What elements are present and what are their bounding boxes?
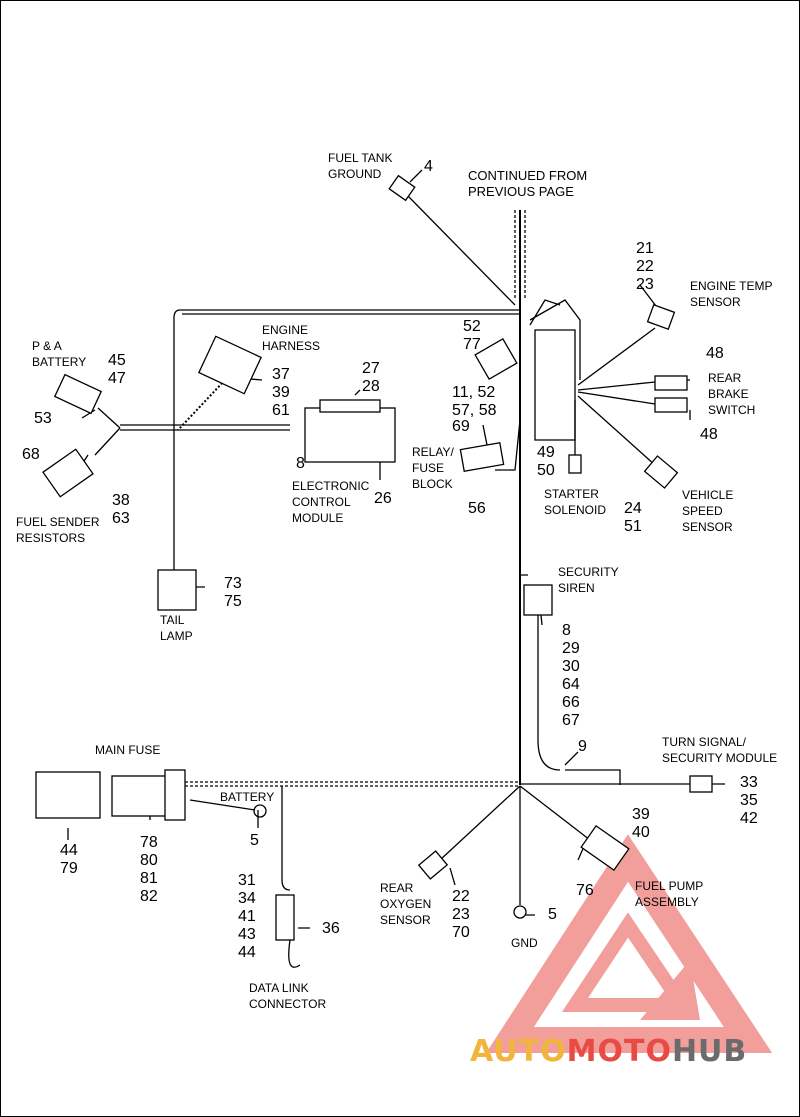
label-tail-lamp: TAIL LAMP [160,613,193,643]
callout-49-50: 49 50 [537,444,555,479]
relay-52-77 [474,337,518,381]
callout-68: 68 [22,446,40,463]
callout-8-67: 8 29 30 64 66 67 [562,622,580,729]
callout-4: 4 [424,158,433,175]
label-engine-harness: ENGINE HARNESS [262,323,321,353]
watermark-logo [486,834,773,1053]
callout-8-a: 8 [296,455,305,472]
label-fuel-sender-resistors: FUEL SENDER RESISTORS [16,515,100,545]
label-rear-oxygen-sensor: REAR OXYGEN SENSOR [380,881,432,927]
callout-39-40: 39 40 [632,806,650,841]
label-engine-temp-sensor: ENGINE TEMP SENSOR [690,279,773,309]
callout-21-23: 21 22 23 [636,240,654,293]
callout-9: 9 [578,738,587,755]
fuel-pump-connector [580,824,630,872]
callout-78-82: 78 80 81 82 [140,834,158,905]
main-fuse-body [35,771,101,819]
callout-76: 76 [576,882,594,899]
label-pa-battery: P & A BATTERY [32,339,87,369]
label-security-siren: SECURITY SIREN [558,565,619,595]
callout-27-28: 27 28 [362,360,380,395]
label-ecm: ELECTRONIC CONTROL MODULE [292,479,370,525]
label-fuel-pump-assembly: FUEL PUMP ASSEMBLY [635,879,704,909]
watermark-part-moto: MOTO [566,1034,672,1069]
callout-45-47: 45 47 [108,352,126,387]
main-fuse-holder [111,775,169,817]
callout-5-a: 5 [250,832,259,849]
callout-38-63: 38 63 [112,492,130,527]
callout-36: 36 [322,920,340,937]
watermark-part-hub: HUB [671,1034,748,1069]
starter-solenoid [568,454,582,474]
callout-53: 53 [34,410,52,427]
callout-48-b: 48 [700,426,718,443]
label-turn-signal-module: TURN SIGNAL/ SECURITY MODULE [662,735,778,765]
pa-battery-connector [53,373,103,415]
callout-5-b: 5 [548,906,557,923]
callout-33-42: 33 35 42 [740,774,758,827]
label-data-link-connector: DATA LINK CONNECTOR [249,981,327,1011]
callout-44-79: 44 79 [60,842,78,877]
fuel-tank-ground-terminal [388,174,416,202]
main-fuse-end [164,769,186,821]
callout-24-51: 24 51 [624,500,642,535]
security-siren [523,584,553,616]
engine-harness-connector [198,335,262,395]
fuel-sender-connector [42,448,94,498]
label-fuel-tank-ground: FUEL TANK GROUND [328,151,393,181]
callout-37-61: 37 39 61 [272,366,290,419]
turn-signal-connector [689,775,713,793]
rear-brake-switch-2 [654,397,688,413]
rear-brake-switch-1 [654,375,688,391]
callout-69: 69 [452,418,470,435]
ecm-top [319,399,381,413]
callout-56: 56 [468,500,486,517]
relay-fuse-block [459,441,505,473]
label-gnd: GND [511,936,538,950]
ecm [304,407,396,463]
callout-26: 26 [374,490,392,507]
engine-temp-sensor [646,303,676,331]
label-relay-fuse-block: RELAY/ FUSE BLOCK [412,445,454,491]
label-rear-brake-switch: REAR BRAKE SWITCH [708,371,756,417]
rear-oxygen-connector [417,850,449,880]
callout-22-70: 22 23 70 [452,888,470,941]
label-vehicle-speed-sensor: VEHICLE SPEED SENSOR [682,488,734,534]
callout-73-75: 73 75 [224,575,242,610]
callout-52-77: 52 77 [463,318,481,353]
label-main-fuse: MAIN FUSE [95,743,161,757]
label-continued: CONTINUED FROM PREVIOUS PAGE [468,168,588,199]
watermark-text: AUTOMOTOHUB [470,1034,747,1069]
label-battery: BATTERY [220,790,275,804]
watermark-part-auto: AUTO [470,1034,567,1069]
data-link-connector [275,894,295,941]
callout-31-44: 31 34 41 43 44 [238,872,256,961]
callout-48-a: 48 [706,345,724,362]
vehicle-speed-sensor [643,455,679,489]
tail-lamp [157,569,197,611]
label-starter-solenoid: STARTER SOLENOID [544,487,607,517]
callout-11-58: 11, 52 57, 58 [452,384,497,419]
